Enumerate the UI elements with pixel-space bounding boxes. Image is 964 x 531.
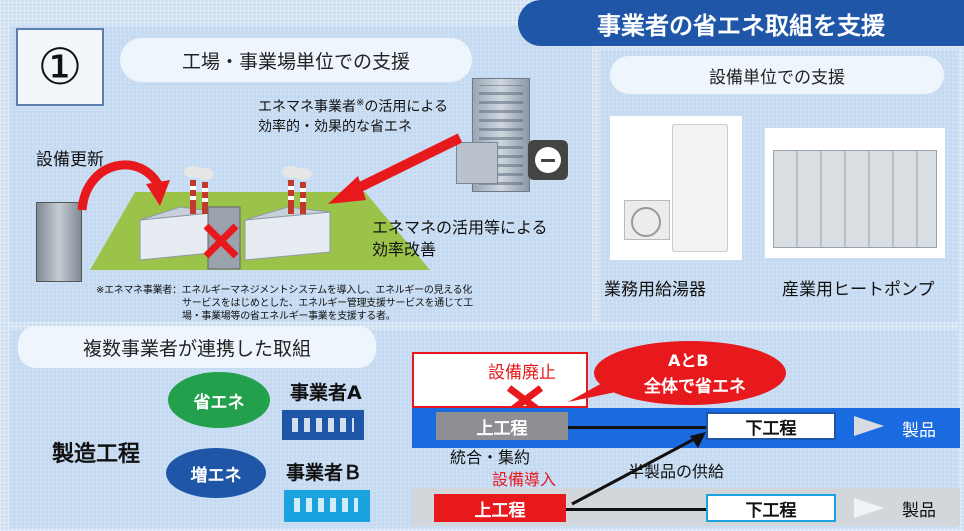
callout-line2: 全体で省エネ xyxy=(644,377,746,397)
lower-process-b: 下工程 xyxy=(706,494,836,522)
increase-energy-badge: 増エネ xyxy=(166,448,266,498)
removed-cross-icon xyxy=(203,223,239,259)
factory-illustration xyxy=(90,166,430,270)
semi-supply-label: 半製品の供給 xyxy=(628,462,725,481)
callout-bubble xyxy=(568,341,786,405)
save-energy-badge: 省エネ xyxy=(168,372,270,428)
company-b-label: 事業者Ｂ xyxy=(286,462,363,484)
heat-pump-image xyxy=(765,128,945,258)
factory-building-2 xyxy=(244,166,331,261)
abolish-box xyxy=(412,352,588,408)
introduce-label: 設備導入 xyxy=(492,470,557,489)
company-a-building-icon xyxy=(282,410,364,440)
factory-panel-title: 工場・事業場単位での支援 xyxy=(120,38,472,82)
company-b-building-icon xyxy=(284,490,370,522)
efficiency-line2: 効率改善 xyxy=(372,240,437,259)
equipment-panel-title: 設備単位での支援 xyxy=(610,56,944,94)
process-label: 製造工程 xyxy=(52,442,141,467)
upper-process-b: 上工程 xyxy=(434,494,566,522)
abolish-label: 設備廃止 xyxy=(488,363,556,383)
play-arrow-icon-a xyxy=(854,416,884,436)
equipment-update-label: 設備更新 xyxy=(36,150,104,170)
emane-text-line1: エネマネ事業者※の活用による xyxy=(258,97,448,115)
lower-process-a: 下工程 xyxy=(706,412,836,440)
emane-text-line2: 効率的・効果的な省エネ xyxy=(258,119,412,135)
product-b-label: 製品 xyxy=(902,501,936,521)
equipment-item1-label: 業務用給湯器 xyxy=(604,280,706,300)
flow-line-b xyxy=(566,508,706,511)
equipment-item2-label: 産業用ヒートポンプ xyxy=(782,280,935,300)
new-equipment-illustration xyxy=(36,202,82,282)
section-number: ① xyxy=(16,28,104,106)
factory-building-1 xyxy=(139,166,221,261)
upper-process-a: 上工程 xyxy=(436,412,568,440)
update-arrow-icon xyxy=(77,160,170,211)
play-arrow-icon-b xyxy=(854,498,884,518)
flow-line-a xyxy=(568,426,706,429)
product-a-label: 製品 xyxy=(902,421,936,441)
collab-title: 複数事業者が連携した取組 xyxy=(18,326,376,368)
company-a-label: 事業者A xyxy=(290,382,362,404)
office-building-illustration xyxy=(472,78,530,192)
server-device-illustration xyxy=(456,142,498,184)
emane-arrow-icon xyxy=(328,133,463,204)
integrate-label: 統合・集約 xyxy=(450,448,531,467)
header-banner: 事業者の省エネ取組を支援 xyxy=(518,0,964,46)
footnote-line2: サービスをはじめとした、エネルギー管理支援サービスを通じて工 xyxy=(182,298,473,309)
efficiency-line1: エネマネの活用等による xyxy=(372,218,548,237)
footnote-line3: 場・事業場等の省エネルギー事業を支援する者。 xyxy=(182,311,396,322)
meter-icon xyxy=(528,140,568,180)
footnote-line1: ※エネマネ事業者：エネルギーマネジメントシステムを導入し、エネルギーの見える化 xyxy=(96,285,473,296)
callout-line1: AとB xyxy=(668,351,709,370)
note-mark: ※ xyxy=(356,97,365,109)
supply-arrow-icon xyxy=(571,432,706,506)
water-heater-image xyxy=(610,116,742,260)
